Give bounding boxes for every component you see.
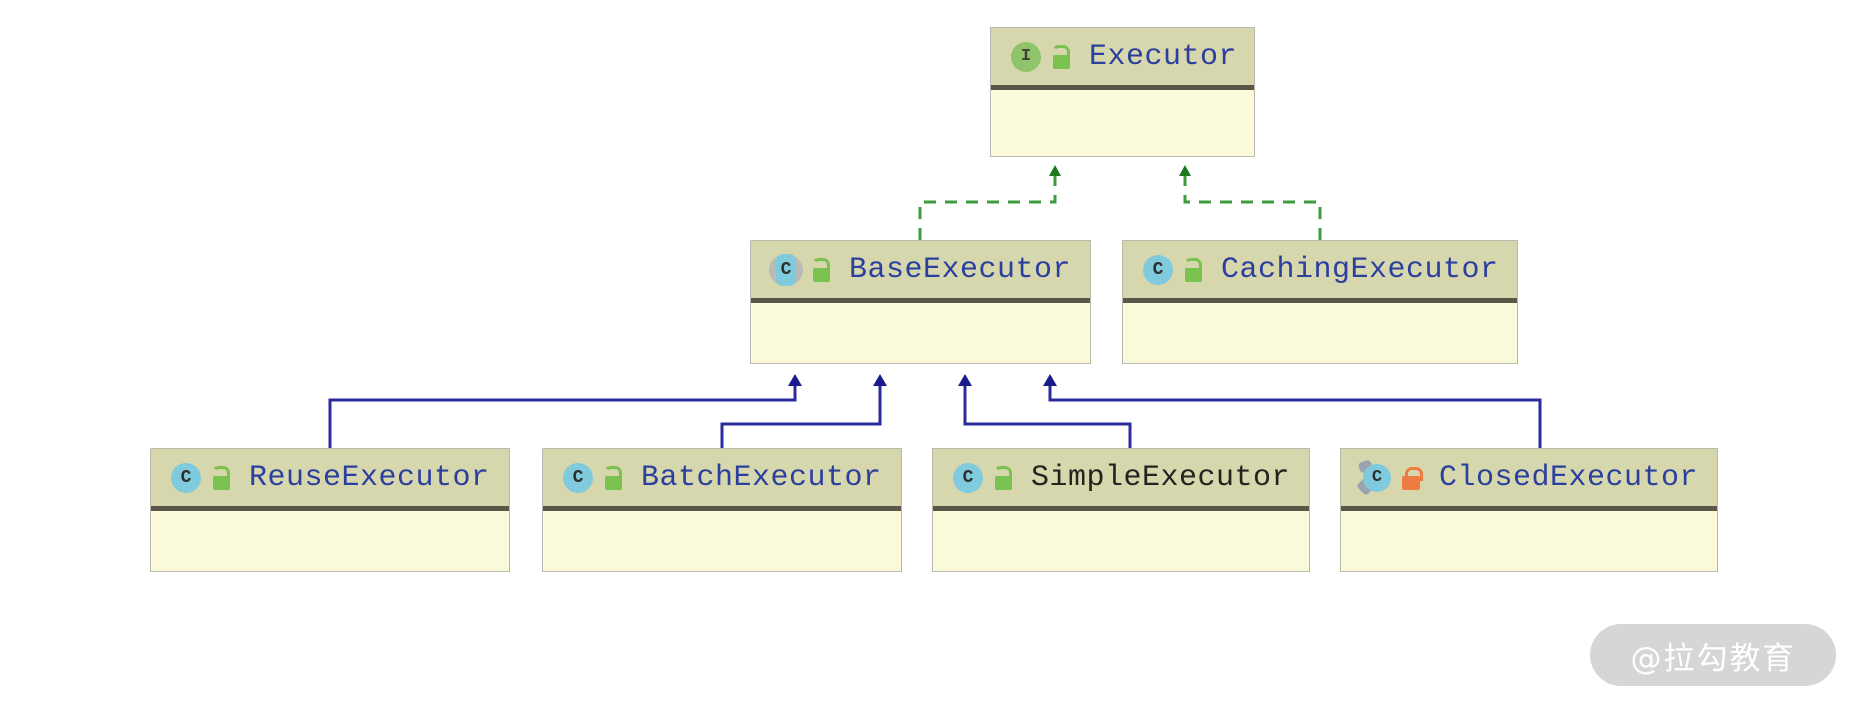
watermark-badge: @拉勾教育 bbox=[1590, 624, 1836, 686]
class-name-batch-executor: BatchExecutor bbox=[641, 460, 882, 495]
class-box-executor[interactable]: I Executor bbox=[990, 27, 1255, 157]
class-icon: C bbox=[169, 461, 203, 495]
interface-icon: I bbox=[1009, 40, 1043, 74]
unlocked-padlock-icon bbox=[601, 463, 627, 493]
class-header-reuse-executor: C ReuseExecutor bbox=[151, 449, 509, 511]
unlocked-padlock-icon bbox=[809, 255, 835, 285]
class-members-base-executor bbox=[751, 303, 1090, 359]
class-name-reuse-executor: ReuseExecutor bbox=[249, 460, 490, 495]
class-header-executor: I Executor bbox=[991, 28, 1254, 90]
class-members-reuse-executor bbox=[151, 511, 509, 567]
class-header-caching-executor: C CachingExecutor bbox=[1123, 241, 1517, 303]
edge-caching-implements-executor bbox=[1179, 165, 1322, 240]
class-members-closed-executor bbox=[1341, 511, 1717, 567]
unlocked-padlock-icon bbox=[209, 463, 235, 493]
unlocked-padlock-icon bbox=[991, 463, 1017, 493]
class-name-executor: Executor bbox=[1089, 39, 1238, 74]
edge-base-implements-executor bbox=[918, 165, 1061, 240]
class-name-base-executor: BaseExecutor bbox=[849, 252, 1072, 287]
class-header-base-executor: C BaseExecutor bbox=[751, 241, 1090, 303]
class-members-executor bbox=[991, 90, 1254, 152]
class-icon: C bbox=[561, 461, 595, 495]
class-box-closed-executor[interactable]: C ClosedExecutor bbox=[1340, 448, 1718, 572]
class-icon: C bbox=[951, 461, 985, 495]
edge-batch-extends-base bbox=[720, 374, 887, 448]
class-box-base-executor[interactable]: C BaseExecutor bbox=[750, 240, 1091, 364]
unlocked-padlock-icon bbox=[1049, 42, 1075, 72]
inner-class-icon: C bbox=[1356, 458, 1393, 496]
class-name-caching-executor: CachingExecutor bbox=[1221, 252, 1499, 287]
class-box-reuse-executor[interactable]: C ReuseExecutor bbox=[150, 448, 510, 572]
unlocked-padlock-icon bbox=[1181, 255, 1207, 285]
locked-padlock-icon bbox=[1399, 463, 1425, 493]
class-name-closed-executor: ClosedExecutor bbox=[1439, 460, 1699, 495]
class-header-batch-executor: C BatchExecutor bbox=[543, 449, 901, 511]
edge-closed-extends-base bbox=[1043, 374, 1542, 448]
class-icon: C bbox=[1141, 253, 1175, 287]
class-box-batch-executor[interactable]: C BatchExecutor bbox=[542, 448, 902, 572]
class-header-closed-executor: C ClosedExecutor bbox=[1341, 449, 1717, 511]
watermark-text: @拉勾教育 bbox=[1630, 640, 1796, 677]
edge-reuse-extends-base bbox=[328, 374, 802, 448]
edge-simple-extends-base bbox=[958, 374, 1132, 448]
class-members-batch-executor bbox=[543, 511, 901, 567]
class-box-simple-executor[interactable]: C SimpleExecutor bbox=[932, 448, 1310, 572]
class-header-simple-executor: C SimpleExecutor bbox=[933, 449, 1309, 511]
class-members-caching-executor bbox=[1123, 303, 1517, 359]
class-box-caching-executor[interactable]: C CachingExecutor bbox=[1122, 240, 1518, 364]
class-name-simple-executor: SimpleExecutor bbox=[1031, 460, 1291, 495]
class-members-simple-executor bbox=[933, 511, 1309, 567]
abstract-class-icon: C bbox=[769, 253, 803, 287]
